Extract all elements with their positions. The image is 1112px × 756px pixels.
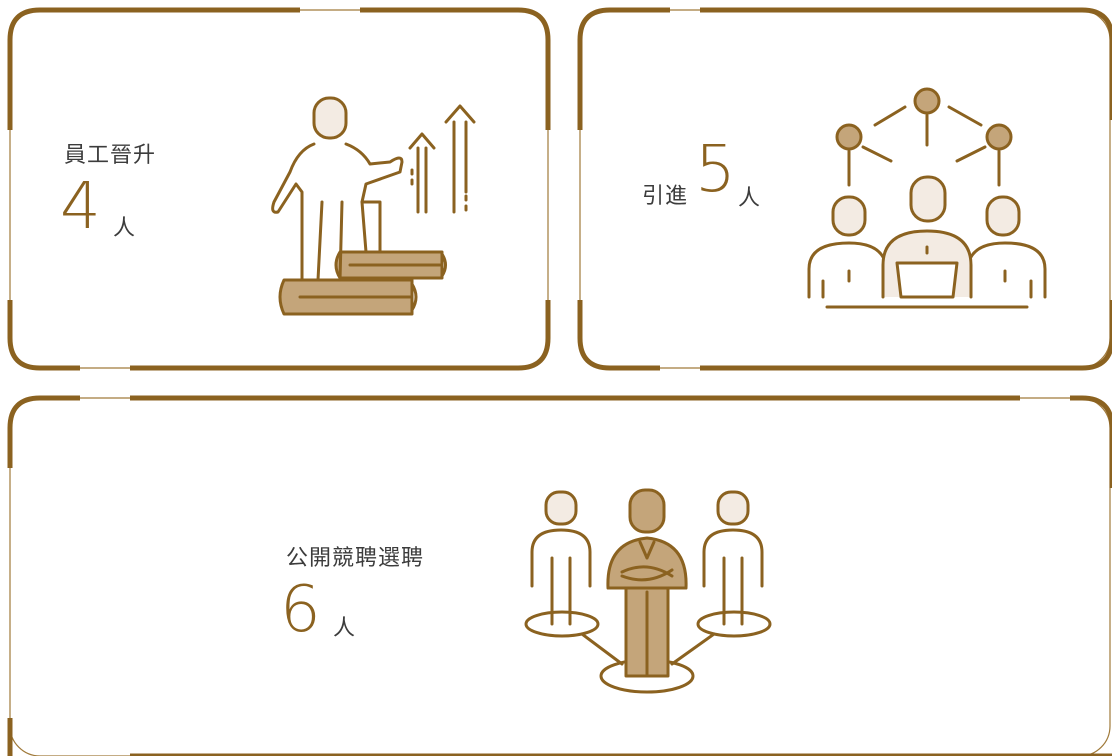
- card-value: 4: [60, 170, 101, 244]
- card-label: 員工晉升: [64, 143, 157, 168]
- card-unit: 人: [113, 216, 136, 241]
- card-open-selection: 公開競聘選聘 6 人: [0, 388, 1112, 756]
- card-label: 公開競聘選聘: [286, 546, 425, 571]
- card-label: 引進: [642, 184, 689, 209]
- card-unit: 人: [738, 186, 761, 211]
- team-network-icon: [807, 87, 1047, 309]
- card-promotion: 員工晉升 4 人: [0, 0, 560, 378]
- card-introduction: 引進 5 人: [570, 0, 1112, 378]
- leader-selection-icon: [524, 488, 772, 694]
- climbing-books-growth-icon: [271, 96, 476, 316]
- card-unit: 人: [333, 616, 356, 641]
- card-frame: [7, 7, 551, 371]
- card-value: 6: [280, 573, 321, 647]
- card-value: 5: [695, 133, 736, 207]
